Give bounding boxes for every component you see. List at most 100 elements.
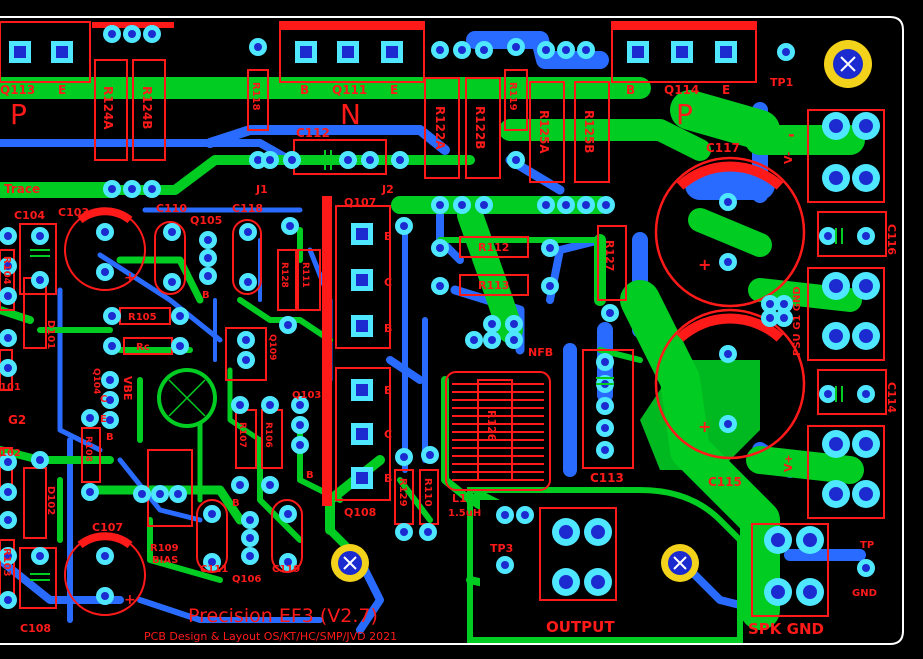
r126-label: R126 [485, 410, 498, 442]
q108-pin-b: B [384, 472, 392, 485]
small-electrolytic-outlines [64, 207, 303, 616]
cap-symbols [30, 150, 843, 581]
l1-value: 1.5uH [448, 508, 481, 519]
mounting-hole-top-right [824, 40, 872, 88]
j2-label: J2 [381, 183, 394, 196]
c107-label: C107 [92, 521, 123, 534]
c112-label: C112 [296, 126, 330, 140]
q111-header [279, 21, 425, 83]
q114-pin-b: B [626, 83, 635, 97]
c111-label: C111 [200, 564, 228, 575]
resistor-outlines [0, 59, 634, 609]
mounting-hole-bottom-left [331, 544, 369, 582]
output-copper-pour [467, 487, 743, 643]
r124a-label: R124A [101, 86, 115, 130]
c110-label: C110 [156, 202, 187, 215]
l1-label: L1 [452, 492, 467, 505]
r122b-label: R122B [473, 106, 487, 149]
output-label: OUTPUT [546, 618, 615, 636]
c119-label: C119 [272, 564, 300, 575]
spk-gnd-label: SPK GND [748, 620, 824, 638]
g2-label: G2 [8, 413, 26, 427]
q113-polarity: P [10, 98, 27, 131]
q114-header [611, 21, 757, 83]
tp-gnd-label-2: GND [852, 588, 877, 599]
r106-label: R106 [263, 422, 273, 448]
q107-q108-outline [322, 196, 391, 506]
c117-outline [654, 156, 806, 308]
q111-polarity: N [340, 98, 361, 131]
q107-label: Q107 [344, 196, 376, 209]
board-title: Precision EF3 (V2.7) [188, 605, 378, 627]
q108-label: Q108 [344, 506, 376, 519]
psu-gnd-label: PSU G1 GND [792, 286, 803, 356]
tp1-label: TP1 [770, 76, 793, 89]
q114-ref: Q114 [664, 83, 699, 97]
thermal-sensor-target [157, 368, 217, 428]
r129-label: R129 [397, 478, 408, 507]
c115-outline [654, 308, 806, 460]
c113-label: C113 [590, 471, 624, 485]
q104-pin-c: C [100, 394, 107, 405]
q103-pin-b: B [306, 470, 314, 481]
c104-label: C104 [14, 209, 45, 222]
r128-label: R128 [279, 262, 289, 288]
r105-label: R105 [128, 312, 157, 323]
q107-pin-c: C [384, 276, 392, 289]
q104-label: Q104 [91, 368, 101, 394]
r109-sub: BIAS [152, 555, 178, 566]
q107-pin-b: B [384, 322, 392, 335]
c117-vminus: V- [782, 152, 795, 164]
vbe-label: VBE [121, 376, 134, 400]
q106-label: Q106 [232, 574, 261, 585]
r107-label: R107 [237, 422, 247, 448]
d102-label: D102 [45, 486, 56, 515]
r109-label: R109 [150, 543, 179, 554]
r125a-label: R125A [537, 110, 551, 154]
nfb-label: NFB [528, 346, 553, 359]
power-connector-outlines [539, 109, 887, 617]
r102-label: 102 [0, 448, 21, 459]
tp-gnd-label-1: TP [860, 540, 874, 551]
q104-pin-e: E [100, 414, 107, 425]
r118-label: R118 [250, 82, 261, 111]
q107-pin-e: E [384, 230, 392, 243]
r119-label: R119 [507, 82, 518, 111]
c117-label: C117 [706, 141, 740, 155]
psu-copper-pour [640, 360, 760, 470]
c117-plus: + [698, 255, 711, 274]
q114-pin-e: E [722, 83, 730, 97]
r113-label: R113 [478, 279, 509, 292]
c114-label: C114 [885, 382, 898, 413]
r111-label: R111 [300, 262, 310, 288]
q111-pin-b: B [300, 83, 309, 97]
q113-ref: Q113 [0, 83, 35, 97]
r103-label: R103 [1, 548, 12, 577]
inductor-l1 [445, 371, 551, 491]
r104-label: R104 [1, 256, 12, 285]
r124b-label: R124B [140, 86, 154, 129]
c103-plus: + [124, 270, 136, 286]
c115-plus: + [698, 417, 711, 436]
r112-label: R112 [478, 241, 509, 254]
c117-minus: - [788, 125, 795, 144]
j1-label: J1 [255, 183, 268, 196]
c116-label: C116 [885, 224, 898, 255]
rc-label: Rc [136, 342, 150, 353]
q114-polarity: P [676, 98, 693, 131]
tp3-label: TP3 [490, 542, 513, 555]
trace-label: Trace [4, 182, 40, 196]
q108-pin-e: E [384, 384, 392, 397]
q109-label: Q109 [267, 334, 277, 360]
q103-label: Q103 [292, 390, 321, 401]
c115-label: C115 [708, 475, 742, 489]
r101-label: 101 [0, 382, 21, 393]
board-credits: PCB Design & Layout OS/KT/HC/SMP/JVD 202… [144, 630, 397, 643]
mounting-hole-bottom-mid [661, 544, 699, 582]
q113-pin-e: E [58, 83, 66, 97]
c103-label: C103 [58, 206, 89, 219]
q111-pin-e: E [390, 83, 398, 97]
r110-label: R110 [422, 478, 433, 507]
c115-vplus: V+ [782, 454, 795, 472]
